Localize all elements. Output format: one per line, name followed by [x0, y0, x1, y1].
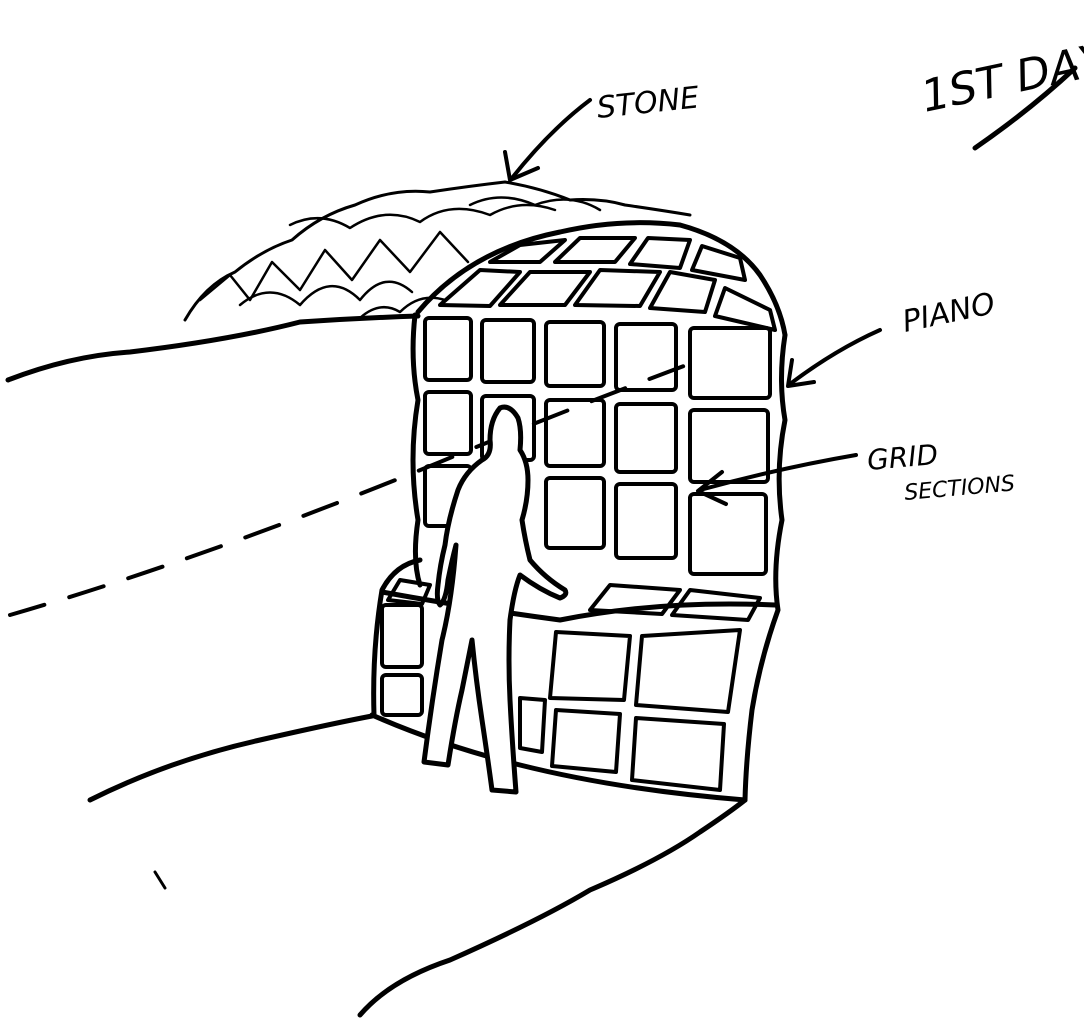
grid-cell: [518, 696, 547, 754]
stone-arrow-shaft: [510, 98, 592, 180]
grid-cell: [688, 408, 770, 484]
grid-cell: [548, 630, 632, 702]
grid-arrow-head: [696, 470, 728, 506]
grid-arch-cells: [438, 236, 777, 332]
hill-line-back: [5, 313, 421, 383]
stone-label: STONE: [595, 80, 701, 126]
ground-line-front: [357, 797, 748, 1018]
person-silhouette: [421, 404, 569, 795]
small-tick-mark: [153, 870, 167, 890]
stone-arrow-head: [503, 150, 540, 182]
grid-cell: [380, 673, 424, 717]
grid-label-line2: SECTIONS: [903, 471, 1016, 506]
grid-cell: [614, 482, 678, 560]
piano-arrow-shaft: [788, 328, 882, 386]
grid-cell: [386, 578, 432, 606]
grid-cell: [480, 318, 536, 384]
piano-label: PIANO: [899, 286, 998, 340]
grid-cell: [550, 708, 622, 774]
piano-bench-left: [371, 557, 423, 718]
grid-cell: [544, 398, 606, 468]
date-note: 1ST DAY: [917, 33, 1084, 151]
grid-cell: [544, 476, 606, 550]
grid-label-line1: GRID: [866, 438, 940, 477]
grid-cell: [630, 716, 726, 792]
person-figure: [421, 404, 569, 795]
piano-bottom-edge: [369, 712, 748, 803]
grid-cell: [544, 320, 606, 388]
piano-left-edge: [410, 312, 423, 588]
grid-cell: [614, 402, 678, 474]
date-underline: [972, 65, 1078, 151]
grid-cell: [423, 316, 473, 382]
ground-line-left: [87, 713, 375, 803]
dashed-sight-line: [8, 358, 702, 617]
grid-cell: [634, 628, 742, 714]
grid-cell: [380, 603, 424, 669]
grid-cell: [614, 322, 678, 392]
grid-cell: [688, 326, 772, 400]
piano-annotation: PIANO: [786, 286, 998, 388]
grid-cell: [670, 588, 762, 622]
grid-cell: [423, 390, 473, 456]
piano-right-edge: [742, 332, 788, 803]
piano-arrow-head: [786, 358, 816, 388]
grid-cell: [688, 492, 768, 576]
stone-annotation: STONE: [503, 80, 701, 182]
date-note-text: 1ST DAY: [917, 33, 1084, 123]
piano-arch: [415, 220, 788, 338]
grid-cell: [588, 583, 682, 616]
stone-pile: [183, 180, 692, 322]
